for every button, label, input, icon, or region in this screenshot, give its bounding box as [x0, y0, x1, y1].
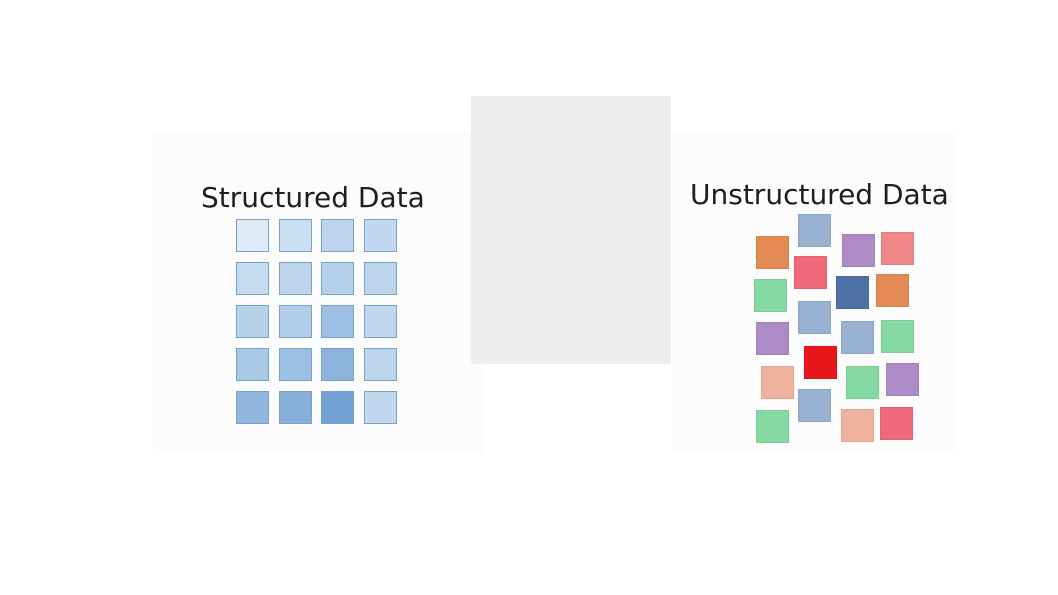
- structured-cell: [321, 305, 354, 338]
- structured-cell: [236, 348, 269, 381]
- unstructured-square: [842, 234, 875, 267]
- structured-cell: [321, 262, 354, 295]
- unstructured-square: [798, 389, 831, 422]
- unstructured-square: [754, 279, 787, 312]
- unstructured-square: [798, 301, 831, 334]
- structured-cell: [236, 262, 269, 295]
- unstructured-square: [798, 214, 831, 247]
- center-placeholder-box: [471, 96, 671, 364]
- structured-cell: [278, 219, 312, 252]
- structured-cell: [278, 305, 312, 338]
- structured-cell: [321, 348, 354, 381]
- structured-data-title: Structured Data: [201, 181, 425, 214]
- structured-cell: [321, 219, 354, 252]
- unstructured-square: [846, 366, 879, 399]
- structured-cell: [236, 391, 269, 424]
- structured-cell: [278, 262, 312, 295]
- structured-cell: [236, 219, 269, 252]
- structured-cell: [363, 348, 397, 381]
- unstructured-square: [836, 276, 869, 309]
- unstructured-square: [881, 232, 914, 265]
- structured-cell: [278, 391, 312, 424]
- unstructured-square: [804, 346, 837, 379]
- unstructured-square: [756, 322, 789, 355]
- unstructured-square: [841, 321, 874, 354]
- unstructured-square: [756, 236, 789, 269]
- unstructured-square: [841, 409, 874, 442]
- structured-cell: [321, 391, 354, 424]
- structured-cell: [363, 219, 397, 252]
- unstructured-square: [794, 256, 827, 289]
- structured-cell: [363, 262, 397, 295]
- unstructured-square: [756, 410, 789, 443]
- unstructured-square: [881, 320, 914, 353]
- structured-panel: [153, 132, 483, 454]
- unstructured-square: [880, 407, 913, 440]
- structured-cell: [363, 305, 397, 338]
- unstructured-square: [761, 366, 794, 399]
- structured-cell: [363, 391, 397, 424]
- structured-cell: [236, 305, 269, 338]
- unstructured-square: [876, 274, 909, 307]
- unstructured-square: [886, 363, 919, 396]
- unstructured-data-title: Unstructured Data: [690, 178, 949, 211]
- structured-cell: [278, 348, 312, 381]
